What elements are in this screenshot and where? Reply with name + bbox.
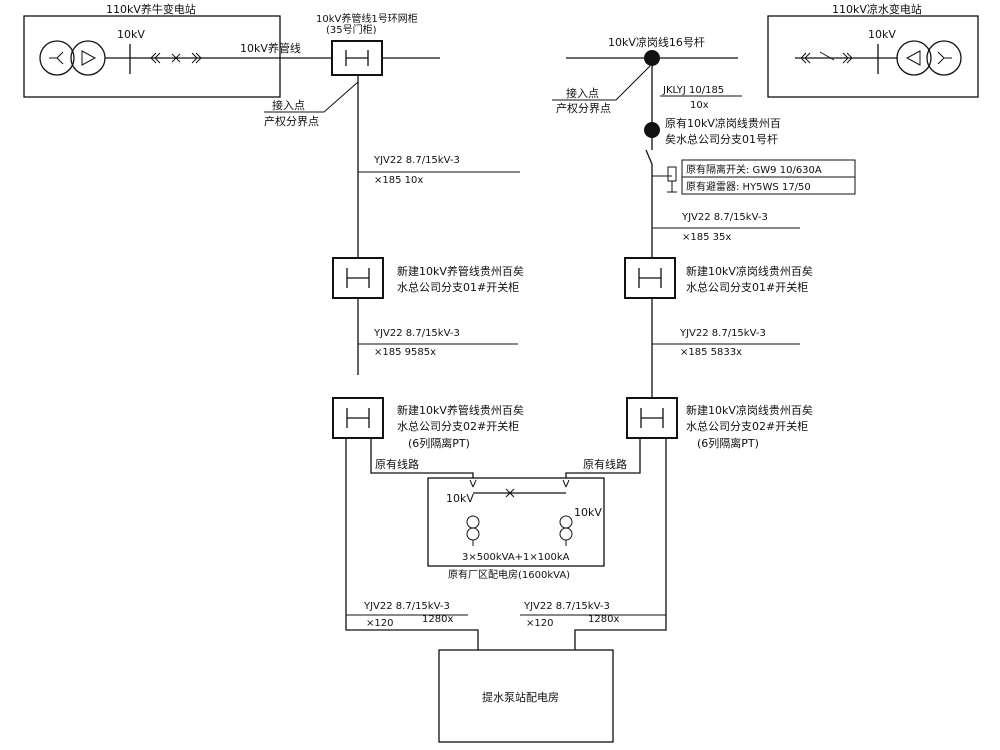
- cable-left-2-line2: ×185 9585x: [374, 347, 436, 358]
- cabinet-left-2-line2: 水总公司分支02#开关柜: [397, 419, 519, 433]
- cable-bottom-right-line3: 1280x: [588, 614, 619, 625]
- substation-left-name: 110kV养牛变电站: [106, 2, 196, 16]
- access-left-leader: [264, 81, 359, 113]
- dist-transformer-right-icon: [559, 515, 573, 546]
- feeder-bottom-left: YJV22 8.7/15kV-3 ×120 1280x: [345, 438, 479, 650]
- arrester-right-icon: [667, 166, 677, 182]
- pump-room-label: 提水泵站配电房: [482, 690, 559, 704]
- cabinet-left-2: 新建10kV养管线贵州百矣 水总公司分支02#开关柜 (6列隔离PT): [332, 397, 524, 450]
- cable-right-2: YJV22 8.7/15kV-3 ×185 5833x: [652, 328, 800, 358]
- feeder-right-top: 10kV凉岗线16号杆 接入点 产权分界点 JKLYJ 10/185 10x 原…: [552, 35, 856, 258]
- substation-right-name: 110kV凉水变电站: [832, 2, 922, 16]
- breaker-left-icon: [150, 52, 202, 64]
- dist-bus-right: 10kV: [574, 506, 602, 519]
- substation-right: 110kV凉水变电站 10kV: [767, 2, 979, 98]
- existing-line-right: 原有线路: [583, 457, 627, 471]
- pump-room: 提水泵站配电房: [438, 649, 614, 743]
- cabinet-right-2-line2: 水总公司分支02#开关柜: [686, 419, 808, 433]
- access-right-leader: [552, 65, 651, 101]
- cabinet-left-1-line2: 水总公司分支01#开关柜: [397, 280, 519, 294]
- cable-right-1: YJV22 8.7/15kV-3 ×185 35x: [652, 212, 800, 243]
- cable-left-2-line1: YJV22 8.7/15kV-3: [373, 328, 460, 339]
- dist-bus-left: 10kV: [446, 492, 474, 505]
- pole-top-right-label: 10kV凉岗线16号杆: [608, 35, 705, 49]
- existing-lines: 原有线路 原有线路: [370, 438, 641, 520]
- cabinet-right-2-box: [626, 397, 678, 439]
- switch-right-disconnector: 原有隔离开关: GW9 10/630A: [686, 163, 822, 176]
- switch-right-2-icon: [640, 408, 664, 428]
- cabinet-left-2-line3: (6列隔离PT): [408, 436, 470, 450]
- cabinet-right-1: 新建10kV凉岗线贵州百矣 水总公司分支01#开关柜: [624, 257, 813, 299]
- cable-left-2: YJV22 8.7/15kV-3 ×185 9585x: [358, 328, 518, 358]
- substation-left: 110kV养牛变电站 10kV: [23, 2, 281, 98]
- breaker-right-icon: [800, 51, 853, 64]
- bus-arrow-right-icon: [562, 479, 570, 488]
- switch-left-1-icon: [346, 268, 370, 288]
- wire-right-line1: JKLYJ 10/185: [662, 85, 724, 96]
- feeder-bottom-right: YJV22 8.7/15kV-3 ×120 1280x: [520, 438, 667, 650]
- cable-left-1-line1: YJV22 8.7/15kV-3: [373, 155, 460, 166]
- cable-left-1: YJV22 8.7/15kV-3 ×185 10x: [358, 155, 520, 186]
- pole-branch-right-line2: 矣水总公司分支01号杆: [665, 132, 778, 146]
- line-left-label: 10kV养管线: [240, 41, 301, 55]
- transformer-right-icon: [896, 40, 962, 76]
- cabinet-left-1-line1: 新建10kV养管线贵州百矣: [397, 264, 524, 278]
- cable-bottom-left-line2: ×120: [366, 618, 393, 629]
- switch-left-2-icon: [346, 408, 370, 428]
- cabinet-right-2-line1: 新建10kV凉岗线贵州百矣: [686, 403, 813, 417]
- pole-branch-right-icon: [644, 122, 660, 138]
- dist-caption: 原有厂区配电房(1600kVA): [448, 568, 570, 581]
- wire-right-line2: 10x: [690, 100, 709, 111]
- cable-left-1-line2: ×185 10x: [374, 175, 423, 186]
- disconnector-right-icon: [645, 149, 653, 165]
- bus-left-label: 10kV: [117, 28, 145, 41]
- cabinet-right-1-line1: 新建10kV凉岗线贵州百矣: [686, 264, 813, 278]
- switch-right-arrester: 原有避雷器: HY5WS 17/50: [686, 180, 811, 193]
- switch-right-1-icon: [638, 268, 662, 288]
- cabinet-top-left: [331, 40, 383, 76]
- existing-line-left: 原有线路: [375, 457, 419, 471]
- cabinet-right-2-line3: (6列隔离PT): [697, 436, 759, 450]
- pump-room-box: [438, 649, 614, 743]
- cable-bottom-left-line1: YJV22 8.7/15kV-3: [363, 601, 450, 612]
- switch-top-left-icon: [345, 50, 369, 66]
- cable-right-2-line2: ×185 5833x: [680, 347, 742, 358]
- access-right-line2: 产权分界点: [556, 101, 611, 115]
- pole-branch-right-line1: 原有10kV凉岗线贵州百: [665, 116, 781, 130]
- cabinet-left-1: 新建10kV养管线贵州百矣 水总公司分支01#开关柜: [332, 257, 524, 299]
- cable-right-1-line1: YJV22 8.7/15kV-3: [681, 212, 768, 223]
- cable-bottom-left-line3: 1280x: [422, 614, 453, 625]
- cable-right-1-line2: ×185 35x: [682, 232, 731, 243]
- access-right-line1: 接入点: [566, 87, 599, 100]
- dist-capacity: 3×500kVA+1×100kA: [462, 552, 570, 563]
- bus-arrow-left-icon: [469, 479, 477, 488]
- cable-right-2-line1: YJV22 8.7/15kV-3: [679, 328, 766, 339]
- cabinet-right-2: 新建10kV凉岗线贵州百矣 水总公司分支02#开关柜 (6列隔离PT): [626, 397, 813, 450]
- cable-bottom-right-line2: ×120: [526, 618, 553, 629]
- cabinet-left-2-line1: 新建10kV养管线贵州百矣: [397, 403, 524, 417]
- cabinet-top-left-line1: 10kV养管线1号环网柜: [316, 12, 418, 25]
- access-left-line2: 产权分界点: [264, 114, 319, 128]
- distribution-room: 10kV 10kV 3×500kVA+1×100kA 原有厂区配电房(1600k…: [427, 477, 605, 581]
- feeder-left-top: 10kV养管线 10kV养管线1号环网柜 (35号门柜) 接入点 产权分界点: [228, 12, 440, 375]
- cabinet-top-left-line2: (35号门柜): [326, 23, 377, 36]
- dist-transformer-left-icon: [466, 515, 480, 546]
- cable-bottom-right-line1: YJV22 8.7/15kV-3: [523, 601, 610, 612]
- access-left-line1: 接入点: [272, 99, 305, 112]
- bus-right-label: 10kV: [868, 28, 896, 41]
- pole-top-right-icon: [644, 50, 660, 66]
- cabinet-right-1-line2: 水总公司分支01#开关柜: [686, 280, 808, 294]
